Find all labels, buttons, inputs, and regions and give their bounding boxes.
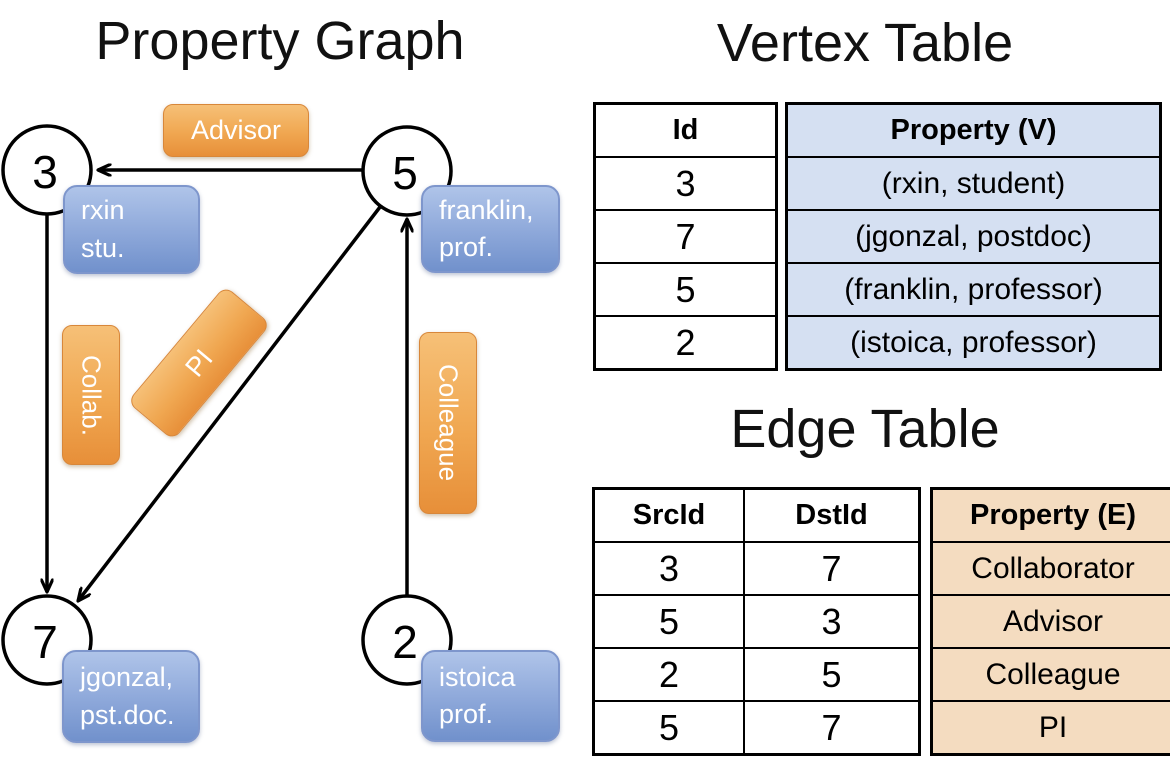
edge-label-collab: Collab. xyxy=(62,325,120,465)
table-row: (franklin, professor) xyxy=(785,262,1162,317)
table-row: 7 xyxy=(593,209,778,264)
vertex-label-line: istoica xyxy=(439,661,516,692)
property-graph-title: Property Graph xyxy=(95,11,465,71)
edge-5-to-7 xyxy=(78,205,382,601)
table-row: (istoica, professor) xyxy=(785,315,1162,371)
edge-src-cell: 5 xyxy=(592,594,745,649)
node-id-7: 7 xyxy=(32,616,58,668)
vertex-table-title: Vertex Table xyxy=(716,13,1014,73)
vertex-table: Id 3 7 5 2 Property (V) (rxin, student) … xyxy=(593,102,1162,371)
vertex-label-istoica: istoica prof. xyxy=(421,650,560,742)
vertex-label-line: rxin xyxy=(81,195,125,226)
edge-property-cell: PI xyxy=(930,700,1170,756)
edge-dst-cell: 3 xyxy=(743,594,921,649)
edge-table-header-dstid: DstId xyxy=(743,487,921,543)
vertex-label-jgonzal: jgonzal, pst.doc. xyxy=(62,650,200,743)
vertex-table-header-id: Id xyxy=(593,102,778,158)
table-row: (rxin, student) xyxy=(785,156,1162,211)
vertex-label-line: stu. xyxy=(81,232,125,263)
table-row: 5 xyxy=(593,262,778,317)
table-row: 5 3 xyxy=(592,594,921,649)
edge-dst-cell: 7 xyxy=(743,541,921,596)
vertex-property-cell: (franklin, professor) xyxy=(785,262,1162,317)
vertex-table-id-column: Id 3 7 5 2 xyxy=(593,102,778,371)
vertex-id-cell: 3 xyxy=(593,156,778,211)
vertex-label-franklin: franklin, prof. xyxy=(421,185,560,273)
edge-dst-cell: 5 xyxy=(743,647,921,702)
vertex-label-rxin: rxin stu. xyxy=(63,185,200,274)
edge-table: SrcId DstId 3 7 5 3 2 5 5 7 Property (E)… xyxy=(592,487,1170,756)
node-id-3: 3 xyxy=(32,146,58,198)
edge-label-colleague: Colleague xyxy=(419,332,477,514)
edge-table-header-property: Property (E) xyxy=(930,487,1170,543)
vertex-property-cell: (istoica, professor) xyxy=(785,315,1162,371)
table-row: 2 xyxy=(593,315,778,371)
edge-property-cell: Collaborator xyxy=(930,541,1170,596)
table-row: Advisor xyxy=(930,594,1170,649)
vertex-id-cell: 7 xyxy=(593,209,778,264)
edge-label-advisor: Advisor xyxy=(163,104,309,157)
vertex-label-line: franklin, xyxy=(439,194,534,225)
table-row: 2 5 xyxy=(592,647,921,702)
vertex-table-header-property: Property (V) xyxy=(785,102,1162,158)
table-row: (jgonzal, postdoc) xyxy=(785,209,1162,264)
edge-table-title: Edge Table xyxy=(730,399,1000,459)
table-row: 3 7 xyxy=(592,541,921,596)
vertex-label-line: pst.doc. xyxy=(80,699,175,730)
edge-property-cell: Advisor xyxy=(930,594,1170,649)
edge-dst-cell: 7 xyxy=(743,700,921,756)
edge-table-property-column: Property (E) Collaborator Advisor Collea… xyxy=(930,487,1170,756)
node-id-5: 5 xyxy=(392,147,418,199)
vertex-table-property-column: Property (V) (rxin, student) (jgonzal, p… xyxy=(785,102,1162,371)
edge-src-cell: 5 xyxy=(592,700,745,756)
table-row: Colleague xyxy=(930,647,1170,702)
edge-table-header-srcid: SrcId xyxy=(592,487,745,543)
edge-property-cell: Colleague xyxy=(930,647,1170,702)
vertex-label-line: prof. xyxy=(439,699,494,729)
vertex-label-line: prof. xyxy=(439,232,494,262)
vertex-property-cell: (jgonzal, postdoc) xyxy=(785,209,1162,264)
node-id-2: 2 xyxy=(392,616,418,668)
edge-table-id-columns: SrcId DstId 3 7 5 3 2 5 5 7 xyxy=(592,487,921,756)
table-row: PI xyxy=(930,700,1170,756)
table-row: 5 7 xyxy=(592,700,921,756)
table-row: Collaborator xyxy=(930,541,1170,596)
edge-src-cell: 2 xyxy=(592,647,745,702)
vertex-property-cell: (rxin, student) xyxy=(785,156,1162,211)
edge-src-cell: 3 xyxy=(592,541,745,596)
vertex-id-cell: 5 xyxy=(593,262,778,317)
vertex-label-line: jgonzal, xyxy=(80,662,174,693)
table-row: 3 xyxy=(593,156,778,211)
vertex-id-cell: 2 xyxy=(593,315,778,371)
